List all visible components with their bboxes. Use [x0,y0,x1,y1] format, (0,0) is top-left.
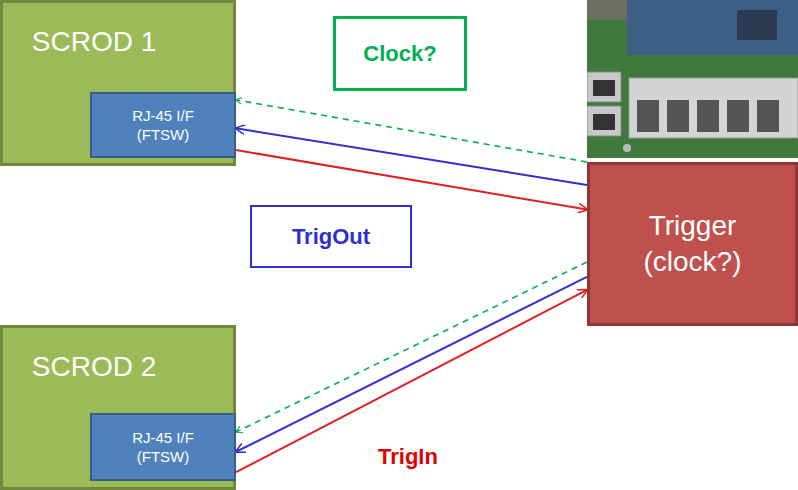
node-text: Trigger (clock?) [618,208,768,280]
signal-connector [236,290,587,472]
signal-connector [236,150,587,209]
node-text: RJ-45 I/F (FTSW) [123,106,203,144]
signal-connector [236,128,587,185]
node-text: RJ-45 I/F (FTSW) [123,428,203,466]
chip [737,10,777,40]
rj45-jack [587,72,621,102]
interface-box: RJ-45 I/F (FTSW) [90,92,236,158]
signal-label-box: TrigOut [250,205,412,268]
connector-row [629,78,798,138]
node-text: Clock? [363,41,436,67]
rj45-socket [593,114,615,130]
signal-connector [236,262,587,432]
signal-connector [236,100,587,162]
node-text: SCROD 1 [3,25,179,59]
signal-name: TrigIn [378,444,438,470]
rj45-socket [593,80,615,96]
port [667,100,689,132]
rj45-jack [587,106,621,136]
board-box: SCROD 1 RJ-45 I/F (FTSW) [0,0,236,166]
signal-label-box: Clock? [333,16,467,91]
node-text: SCROD 2 [3,350,179,384]
node-text: TrigOut [292,224,370,250]
port [637,100,659,132]
daughter-board [627,0,798,55]
port [727,100,749,132]
port [697,100,719,132]
board-photo [587,0,798,158]
board-box: SCROD 2 RJ-45 I/F (FTSW) [0,325,236,490]
trigger-box: Trigger (clock?) [587,162,798,326]
photo-background [587,0,798,158]
port [757,100,779,132]
interface-box: RJ-45 I/F (FTSW) [90,413,236,481]
screw [623,144,631,152]
signal-connector [236,277,587,452]
